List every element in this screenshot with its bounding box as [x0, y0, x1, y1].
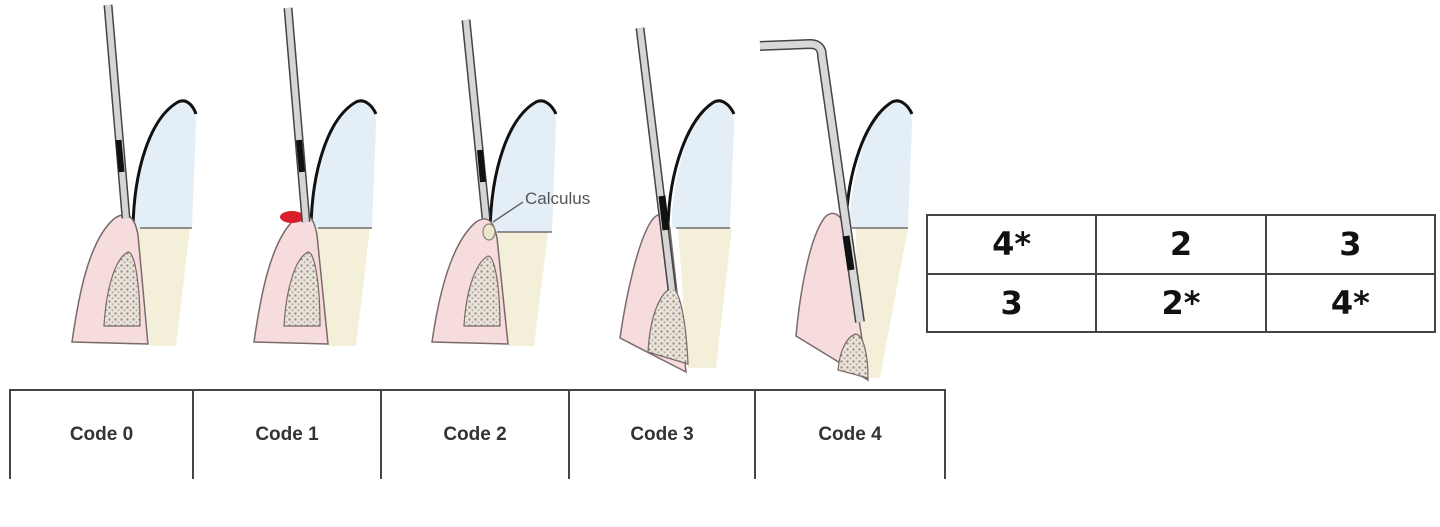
score-grid: 4* 2 3 3 2* 4* [925, 214, 1437, 333]
probe-code-2 [461, 19, 491, 219]
bleeding-point [280, 211, 304, 223]
score-cell: 2* [1095, 272, 1267, 333]
calculus-label: Calculus [525, 189, 590, 208]
score-cell: 3 [925, 272, 1098, 333]
probe-code-0 [103, 4, 131, 219]
score-cell: 3 [1264, 214, 1437, 275]
probe-code-4 [759, 38, 865, 323]
probe-code-3 [635, 27, 677, 291]
code-label: Code 0 [9, 389, 194, 479]
score-cell: 4* [1264, 272, 1437, 333]
code-label: Code 1 [192, 389, 382, 479]
code-label: Code 4 [754, 389, 946, 479]
score-cell: 2 [1095, 214, 1267, 275]
score-row: 4* 2 3 [925, 214, 1437, 275]
code-1-illustration [253, 7, 378, 346]
score-cell: 4* [925, 214, 1098, 275]
code-2-illustration: Calculus [431, 19, 590, 346]
code-label-table: Code 0 Code 1 Code 2 Code 3 Code 4 [9, 389, 946, 479]
score-row: 3 2* 4* [925, 272, 1437, 333]
code-label: Code 3 [568, 389, 756, 479]
calculus-deposit [482, 223, 496, 241]
code-3-illustration [619, 27, 736, 374]
probe-code-1 [283, 7, 311, 223]
code-0-illustration [71, 4, 198, 346]
code-4-illustration [759, 38, 914, 382]
code-label: Code 2 [380, 389, 570, 479]
